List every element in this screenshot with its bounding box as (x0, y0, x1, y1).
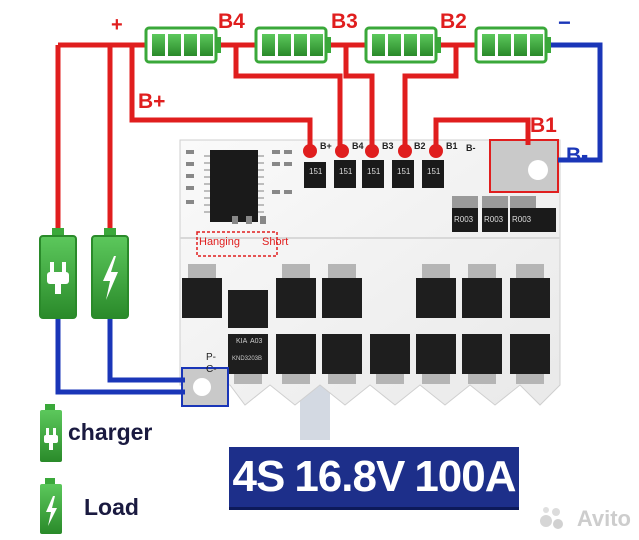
terminal-b1-label: B1 (530, 114, 557, 137)
battery-icon (474, 26, 551, 64)
avito-watermark: Avito (551, 506, 631, 532)
mosfet-code-label: KND3203B (232, 356, 263, 362)
ic-code-label: 151 (427, 167, 441, 176)
lightning-icon (103, 256, 118, 300)
short-label: Short (262, 236, 289, 248)
hanging-short-box (196, 231, 278, 257)
legend-charger-label: charger (68, 419, 153, 445)
ic-code-label: 151 (309, 167, 323, 176)
resistor-code-label: R003 (454, 215, 474, 224)
terminal-minus-label: − (558, 10, 571, 35)
smd-components (186, 150, 292, 224)
resistor-code-label: R003 (484, 215, 504, 224)
avito-logo-icon (540, 507, 563, 529)
pcb-label-b4: B4 (352, 141, 364, 151)
pad-dots (303, 144, 443, 158)
mosfets-top-row (182, 264, 550, 328)
pcb-label-b-minus: B- (466, 143, 476, 153)
spec-current: 100A (414, 452, 516, 501)
legend-charger-icon (40, 404, 62, 462)
load-battery-icon (91, 228, 129, 319)
plug-icon (47, 262, 69, 294)
legend-load-icon (40, 478, 62, 534)
c-minus-label: C- (206, 364, 217, 375)
control-ic (204, 150, 264, 222)
b-minus-pad (489, 139, 559, 193)
terminal-b-plus-label: B+ (138, 90, 166, 113)
terminal-b2-label: B2 (440, 10, 467, 33)
hanging-label: Hanging (199, 236, 240, 248)
battery-icon (144, 26, 221, 64)
pcb-label-b2: B2 (414, 141, 426, 151)
avito-brand-text: Avito (576, 506, 631, 531)
charger-battery-icon (39, 228, 77, 319)
p-minus-pad (181, 367, 229, 407)
spec-voltage: 16.8V (294, 452, 405, 501)
pcb-label-b-plus: B+ (320, 141, 332, 151)
ic-code-label: 151 (397, 167, 411, 176)
mosfets-bottom-row (228, 334, 550, 384)
terminal-plus-label: + (111, 14, 123, 36)
mosfet-code-label: A03 (250, 338, 263, 345)
pcb-board (179, 139, 561, 407)
terminal-b3-label: B3 (331, 10, 358, 33)
battery-icon (254, 26, 331, 64)
legend-load-label: Load (84, 494, 139, 520)
ic-code-label: 151 (339, 167, 353, 176)
p-minus-label: P- (206, 352, 216, 363)
balance-ics (304, 160, 444, 188)
terminal-b-minus-label: B- (566, 144, 589, 167)
shunt-resistors (452, 196, 556, 232)
ic-code-label: 151 (367, 167, 381, 176)
terminal-b4-label: B4 (218, 10, 245, 33)
resistor-code-label: R003 (512, 215, 532, 224)
pcb-label-b3: B3 (382, 141, 394, 151)
mosfet-code-label: KIA (236, 338, 248, 345)
pcb-label-b1: B1 (446, 141, 458, 151)
spec-banner: 4S 16.8V 100A (229, 447, 519, 510)
battery-icon (364, 26, 441, 64)
spec-cells: 4S (232, 452, 286, 501)
wiring (55, 42, 603, 395)
